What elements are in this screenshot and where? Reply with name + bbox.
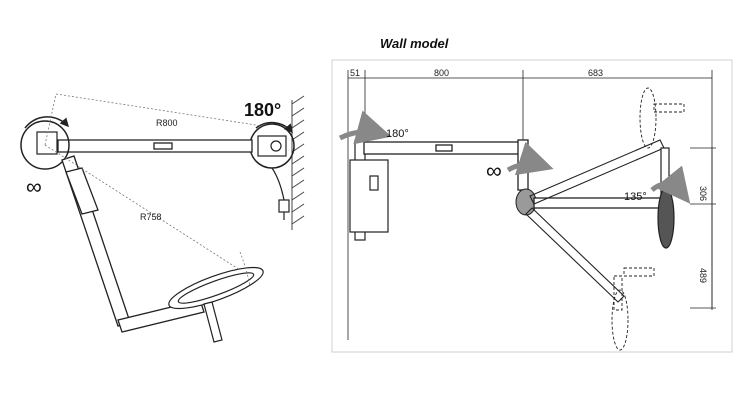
right-rotation-wall-label: 180° [386,128,409,140]
radius-upper-label: R800 [156,118,178,128]
arm-joint [20,120,70,170]
wall-mount-joint [249,123,295,220]
horizontal-arm [363,139,529,191]
head-rotation-arrow [650,165,691,204]
right-infinity-label: ∞ [486,158,502,183]
dim-51: 51 [350,68,360,78]
left-top-view: 180° ∞ R800 [20,93,305,343]
upper-arm [57,139,253,153]
right-rotation-head-label: 135° [624,191,647,203]
radius-lower-label: R758 [140,212,162,222]
dim-683: 683 [588,68,603,78]
radius-lines [44,93,263,287]
right-side-view: 51 800 683 306 489 180° ∞ [338,68,716,351]
lamp-head-main [657,147,675,249]
dim-800: 800 [434,68,449,78]
left-infinity-label: ∞ [26,174,42,199]
lower-arm-diagonals [525,139,665,303]
dim-306: 306 [698,186,708,201]
right-view-frame [331,59,733,353]
left-rotation-label: 180° [244,100,281,120]
lamp-head-ghost-upper [639,87,685,149]
dim-489: 489 [698,268,708,283]
joint-rotation-arrow [506,141,554,176]
diagram-title: Wall model [380,36,449,51]
wall-hatch [291,95,305,230]
side-dimensions [690,147,716,309]
lamp-head-ghost-lower [611,267,655,351]
joint-rotation-arc [24,116,70,129]
wall-rotation-arrow [338,110,392,145]
lamp-head [168,266,264,343]
wall-bracket [349,139,389,241]
